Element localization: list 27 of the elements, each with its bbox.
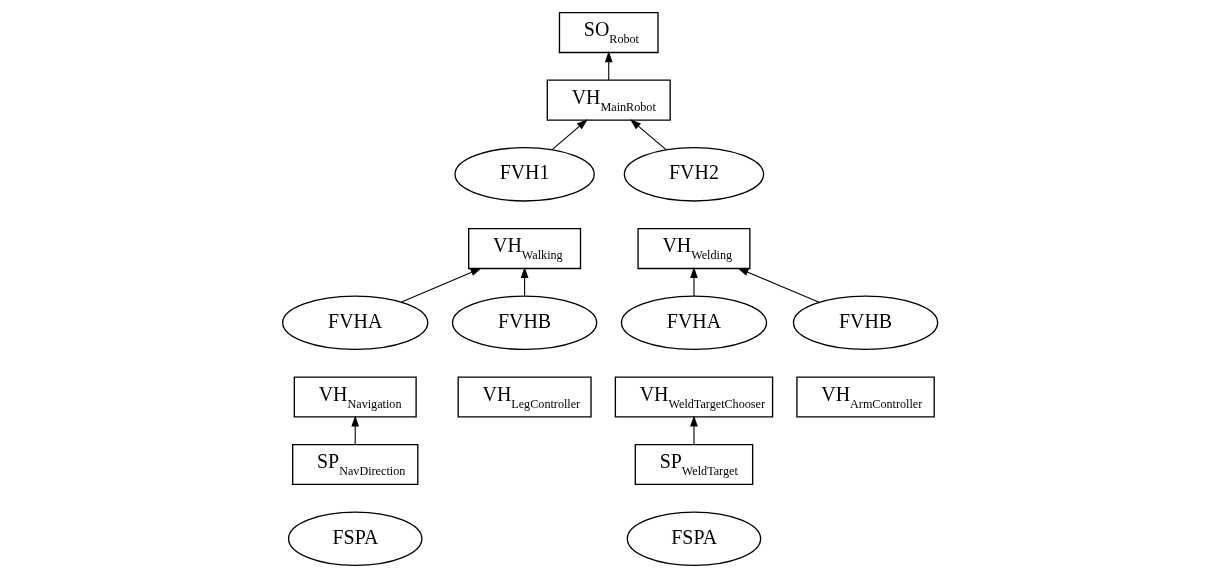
- node-ellipse: FVH1: [453, 147, 595, 202]
- node-ellipse: FVHA: [620, 295, 767, 351]
- node-box: SO$_{Robot}$: [558, 12, 659, 54]
- node-box: SP$_{WeldTarget}$: [634, 443, 753, 486]
- node-box: VH$_{Walking}$: [467, 227, 581, 270]
- arrow: [604, 51, 613, 81]
- node-ellipse: FVHA: [281, 295, 428, 351]
- node-ellipse: FSPA: [626, 511, 761, 567]
- node-ellipse: FSPA: [287, 511, 423, 567]
- arrow: [400, 267, 482, 303]
- node-box: VH$_{ArmController}$: [795, 376, 935, 418]
- node-box: VH$_{Welding}$: [636, 227, 751, 270]
- arrow: [629, 119, 667, 151]
- arrow: [551, 119, 588, 151]
- node-box: VH$_{WeldTargetChooser}$: [614, 376, 773, 418]
- arrow: [689, 266, 698, 297]
- node-box: VH$_{Navigation}$: [293, 376, 417, 418]
- node-ellipse: FVHB: [451, 295, 597, 351]
- node-ellipse: FVH2: [623, 147, 764, 202]
- node-box: VH$_{MainRobot}$: [546, 79, 671, 121]
- arrow: [350, 415, 359, 446]
- node-box: VH$_{LegController}$: [457, 376, 592, 418]
- node-box: SP$_{NavDirection}$: [291, 443, 418, 486]
- arrow: [736, 267, 820, 303]
- arrow: [520, 266, 528, 297]
- node-ellipse: FVHB: [792, 295, 938, 351]
- arrow: [689, 415, 698, 446]
